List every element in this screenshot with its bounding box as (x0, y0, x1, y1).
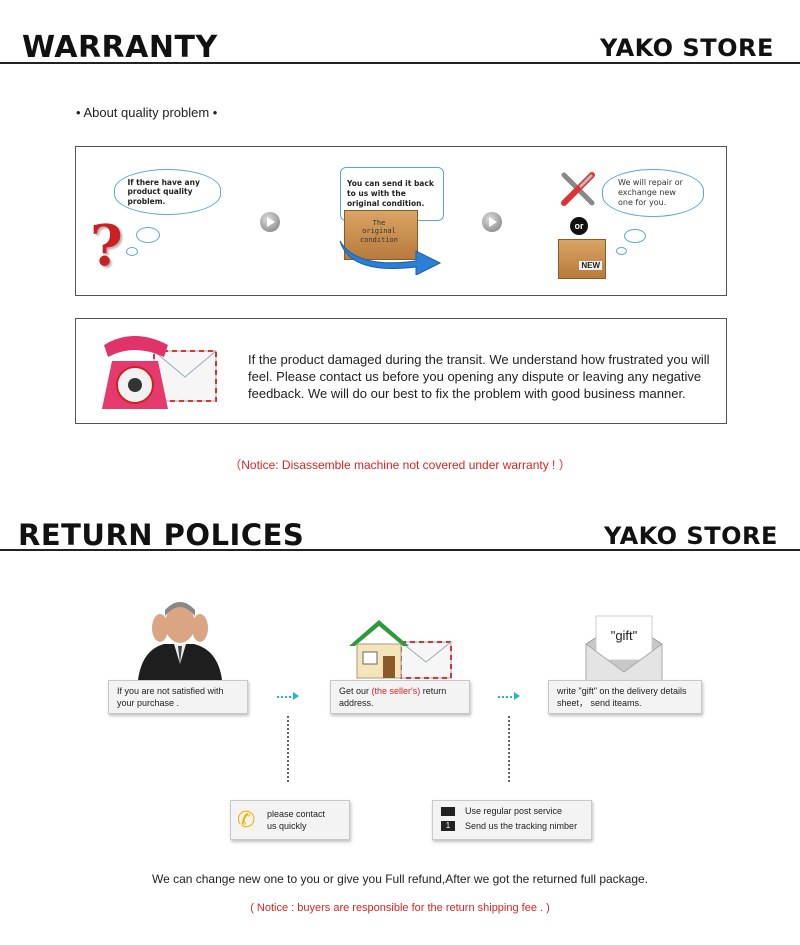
return-store-name: YAKO STORE (604, 522, 778, 550)
return-divider (0, 549, 800, 551)
cloud-puff (616, 247, 627, 255)
refund-text: We can change new one to you or give you… (151, 872, 649, 886)
post-line2-row: 1 Send us the tracking nimber (441, 820, 583, 832)
post-tag: Use regular post service 1 Send us the t… (432, 800, 592, 840)
question-mark-icon: ? (90, 213, 123, 279)
warranty-title: WARRANTY (22, 30, 218, 65)
return-step2-prefix: Get our (339, 686, 372, 696)
warranty-notice: （Notice: Disassemble machine not covered… (229, 458, 571, 472)
or-badge: or (570, 217, 588, 235)
gift-label: "gift" (610, 628, 638, 643)
number-one-badge: 1 (441, 821, 455, 832)
teal-arrow-icon (293, 692, 299, 700)
damage-text: If the product damaged during the transi… (248, 352, 710, 401)
contact-text: please contact us quickly (267, 808, 326, 831)
return-step2-highlight: (the seller's) (371, 686, 421, 696)
gift-envelope-icon: "gift" (582, 614, 666, 684)
return-notice: ( Notice : buyers are responsible for th… (250, 902, 550, 914)
teal-arrow-icon (514, 692, 520, 700)
post-line2: Send us the tracking nimber (465, 821, 578, 832)
return-step1-text: If you are not satisfied with your purch… (117, 686, 224, 709)
step3-cloud: We will repair or exchange new one for y… (602, 169, 704, 217)
return-step3-tag: write "gift" on the delivery details she… (548, 680, 702, 715)
curved-blue-arrow-icon (339, 240, 442, 275)
or-label: or (574, 221, 584, 231)
teal-arrow (277, 696, 295, 698)
return-step2-suffix: return address. (339, 686, 447, 709)
new-box-icon: NEW (558, 239, 606, 279)
post-line1-row: Use regular post service (441, 805, 583, 817)
contact-tag: ✆ please contact us quickly (230, 800, 350, 840)
warranty-divider (0, 62, 800, 64)
return-step2-tag: Get our (the seller's) return address. (330, 680, 470, 715)
wrench-screwdriver-icon (561, 172, 595, 206)
telephone-envelope-icon (94, 325, 224, 417)
return-step1-tag: If you are not satisfied with your purch… (108, 680, 248, 715)
cloud-puff (136, 227, 160, 243)
return-step3-text: write "gift" on the delivery details she… (557, 686, 687, 709)
quality-subheading: • About quality problem • (76, 105, 218, 120)
frustrated-man-icon (134, 598, 224, 680)
mail-icon (441, 806, 455, 816)
damage-panel: If the product damaged during the transi… (75, 318, 727, 424)
connector-line (287, 716, 289, 782)
parcel-box-icon: The original condition (344, 210, 418, 260)
teal-arrow (498, 696, 516, 698)
quality-process-panel: If there have any product quality proble… (75, 146, 727, 296)
step1-cloud: If there have any product quality proble… (114, 169, 221, 215)
step2-text: You can send it back to us with the orig… (347, 179, 434, 208)
step1-text: If there have any product quality proble… (127, 177, 200, 206)
post-line1: Use regular post service (465, 806, 563, 816)
connector-line (508, 716, 510, 782)
return-title: RETURN POLICES (18, 518, 305, 552)
cloud-puff (126, 247, 138, 256)
cloud-puff (624, 229, 646, 243)
new-label: NEW (579, 261, 602, 270)
house-envelope-icon (345, 616, 455, 682)
next-arrow-icon (260, 212, 280, 232)
parcel-box-label: The original condition (360, 219, 398, 244)
step3-text: We will repair or exchange new one for y… (618, 178, 683, 207)
warranty-store-name: YAKO STORE (600, 34, 774, 62)
phone-icon: ✆ (237, 807, 256, 832)
next-arrow-icon (482, 212, 502, 232)
tools-icon (558, 169, 598, 209)
